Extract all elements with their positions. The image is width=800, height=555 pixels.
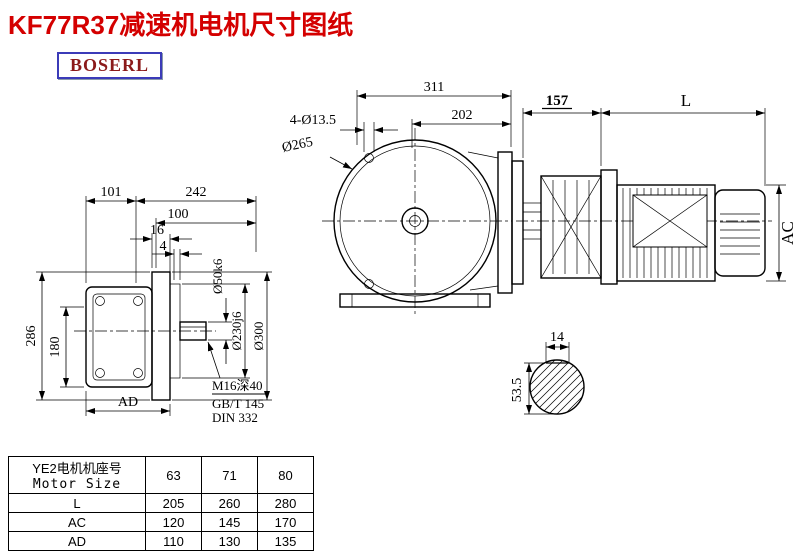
value-AD-80: 135 — [257, 531, 314, 551]
value-AD-63: 110 — [145, 531, 202, 551]
dim-AC: AC — [778, 221, 797, 245]
mount-hole-icon — [364, 279, 374, 289]
dim-AD: AD — [118, 395, 138, 410]
brand-logo-text: BOSERL — [70, 55, 150, 75]
dia-230-label: Ø230j6 — [229, 311, 244, 351]
motor-size-table: YE2电机机座号 Motor Size 63 71 80 L 205 260 2… — [8, 456, 314, 551]
table-row-AD: AD 110 130 135 — [8, 531, 314, 551]
front-view-motor — [516, 169, 772, 285]
dim-L: L — [681, 91, 691, 110]
value-L-63: 205 — [145, 493, 202, 513]
shaft-section-view: 14 53.5 — [510, 330, 585, 415]
thread-note-2: GB/T 145 — [212, 396, 264, 411]
value-L-71: 260 — [201, 493, 258, 513]
mount-hole-icon — [364, 153, 374, 163]
dim-180: 180 — [48, 337, 63, 358]
row-label-AD: AD — [8, 531, 146, 551]
thread-note-1: M16深40 — [212, 378, 263, 393]
table-header-motor-size: YE2电机机座号 Motor Size — [8, 456, 146, 494]
row-label-AC: AC — [8, 512, 146, 532]
table-row-L: L 205 260 280 — [8, 493, 314, 513]
dim-101: 101 — [101, 185, 122, 200]
holes-label: 4-Ø13.5 — [290, 113, 336, 128]
bolt-hole-icon — [133, 296, 143, 306]
table-row-AC: AC 120 145 170 — [8, 512, 314, 532]
page-title: KF77R37减速机电机尺寸图纸 — [8, 10, 354, 40]
value-AD-71: 130 — [201, 531, 258, 551]
dim-4: 4 — [160, 239, 167, 254]
frame-size-80: 80 — [257, 456, 314, 494]
dim-16: 16 — [150, 223, 164, 238]
dim-202: 202 — [452, 108, 473, 123]
dia-50-label: Ø50k6 — [210, 258, 225, 294]
frame-size-71: 71 — [201, 456, 258, 494]
dim-311: 311 — [424, 80, 444, 95]
dim-100: 100 — [168, 207, 189, 222]
motor-size-label-en: Motor Size — [32, 477, 122, 492]
dim-group-top: 311 202 4-Ø13.5 Ø265 157 L AC — [281, 80, 797, 282]
dim-242: 242 — [186, 185, 207, 200]
dim-286: 286 — [24, 326, 39, 347]
value-L-80: 280 — [257, 493, 314, 513]
value-AC-63: 120 — [145, 512, 202, 532]
thread-note-3: DIN 332 — [212, 410, 258, 425]
value-AC-80: 170 — [257, 512, 314, 532]
value-AC-71: 145 — [201, 512, 258, 532]
motor-size-label-cn: YE2电机机座号 — [32, 461, 122, 476]
frame-size-63: 63 — [145, 456, 202, 494]
front-view-gearbox — [322, 128, 602, 316]
brand-logo: BOSERL — [57, 52, 163, 79]
dia-300-label: Ø300 — [251, 322, 266, 351]
dim-14: 14 — [550, 330, 564, 345]
side-view-gearbox — [74, 271, 216, 401]
row-label-L: L — [8, 493, 146, 513]
bolt-hole-icon — [95, 296, 105, 306]
bolt-hole-icon — [133, 368, 143, 378]
table-header-row: YE2电机机座号 Motor Size 63 71 80 — [8, 456, 314, 494]
bolt-hole-icon — [95, 368, 105, 378]
dim-157: 157 — [546, 93, 569, 109]
dia-265-label: Ø265 — [281, 135, 315, 156]
dim-group-side: 101 242 100 16 4 286 180 AD Ø50k6 — [24, 185, 272, 425]
dim-53-5: 53.5 — [510, 378, 525, 403]
